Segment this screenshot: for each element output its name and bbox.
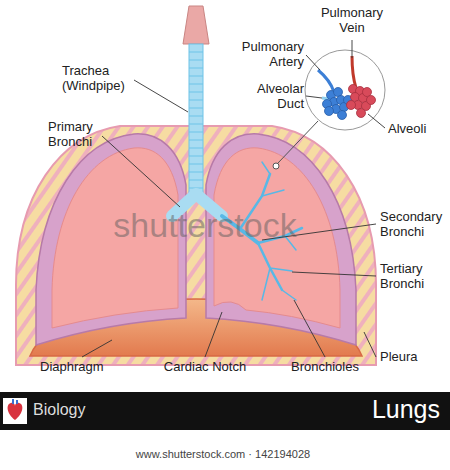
part-label: Primary Bronchi <box>48 120 112 150</box>
larynx-shape <box>183 6 209 44</box>
part-label: Cardiac Notch <box>150 360 260 375</box>
inset-pointer <box>278 121 318 163</box>
alveoli-cluster-red <box>347 85 376 118</box>
part-label: Alveoli <box>388 122 444 137</box>
heart-icon <box>8 403 23 420</box>
heart-vessels <box>13 399 17 404</box>
trachea-tube <box>189 44 203 196</box>
leader-lines <box>82 40 385 357</box>
part-label: Tertiary Bronchi <box>380 262 446 292</box>
inset-origin <box>273 163 279 169</box>
part-label: Pleura <box>380 350 440 365</box>
part-label: Trachea (Windpipe) <box>62 64 134 94</box>
part-label: Diaphragm <box>40 360 130 375</box>
pulmonary-vein-vessel <box>352 56 356 88</box>
icon-tile <box>3 398 27 424</box>
part-label: Secondary Bronchi <box>380 210 446 240</box>
category-label: Biology <box>33 401 153 419</box>
diagram-title: Lungs <box>280 395 440 424</box>
part-label: Bronchioles <box>280 360 370 375</box>
part-label: Pulmonary Vein <box>318 6 386 36</box>
title-bar <box>0 392 450 430</box>
part-label: Pulmonary Artery <box>234 40 304 70</box>
watermark: shutterstock <box>80 206 330 245</box>
footer-credit: www.shutterstock.com · 142194028 <box>0 448 448 461</box>
alveoli-inset <box>305 50 385 130</box>
trachea-rings <box>189 52 203 188</box>
part-label: Alveolar Duct <box>234 82 304 112</box>
pulmonary-artery-vessel <box>318 70 334 92</box>
